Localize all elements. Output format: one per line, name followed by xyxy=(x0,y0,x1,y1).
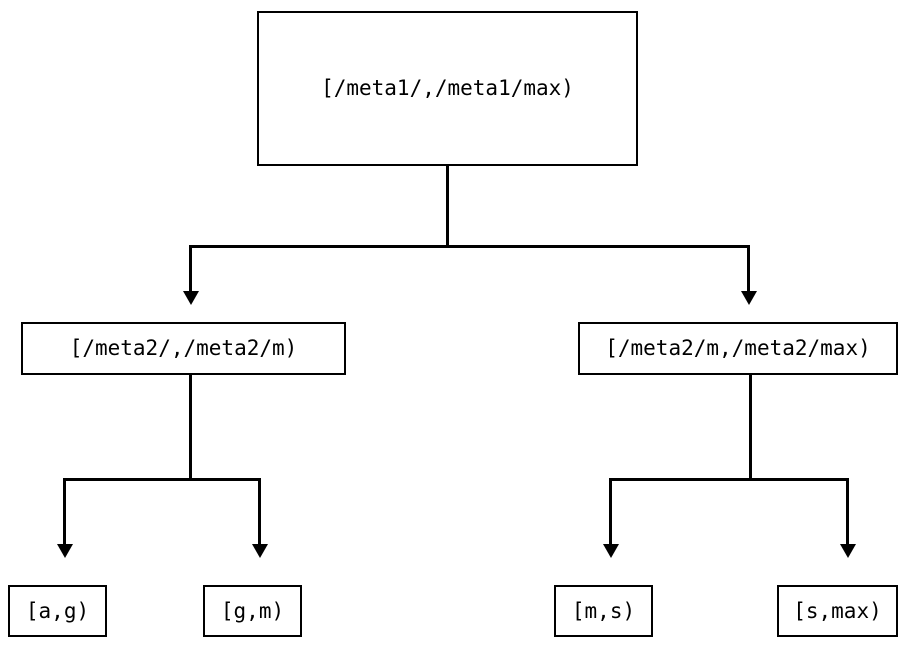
edge-root-to-mid-left-drop xyxy=(189,245,192,293)
arrow-mid-right-to-leaf-4 xyxy=(840,544,856,558)
edge-mid-right-to-leaf-3-drop xyxy=(609,478,612,546)
arrow-mid-left-to-leaf-1 xyxy=(57,544,73,558)
node-leaf-3[interactable]: [m,s) xyxy=(554,585,653,637)
arrow-mid-left-to-leaf-2 xyxy=(252,544,268,558)
node-root[interactable]: [/meta1/,/meta1/max) xyxy=(257,11,638,166)
node-leaf-1[interactable]: [a,g) xyxy=(8,585,107,637)
node-leaf-2-label: [g,m) xyxy=(220,598,285,623)
node-leaf-4[interactable]: [s,max) xyxy=(777,585,898,637)
node-leaf-2[interactable]: [g,m) xyxy=(203,585,302,637)
node-mid-right[interactable]: [/meta2/m,/meta2/max) xyxy=(578,322,898,375)
node-root-label: [/meta1/,/meta1/max) xyxy=(321,76,574,100)
node-leaf-4-label: [s,max) xyxy=(793,598,882,623)
arrow-root-to-mid-right xyxy=(741,291,757,305)
edge-mid-right-stem xyxy=(749,375,752,481)
edge-mid-left-to-leaf-1-drop xyxy=(63,478,66,546)
node-leaf-3-label: [m,s) xyxy=(571,598,636,623)
edge-root-stem xyxy=(446,166,449,248)
edge-root-crossbar xyxy=(189,245,750,248)
edge-mid-right-to-leaf-4-drop xyxy=(846,478,849,546)
edge-mid-left-crossbar xyxy=(63,478,261,481)
node-mid-right-label: [/meta2/m,/meta2/max) xyxy=(605,336,871,360)
arrow-root-to-mid-left xyxy=(183,291,199,305)
arrow-mid-right-to-leaf-3 xyxy=(603,544,619,558)
edge-mid-right-crossbar xyxy=(609,478,849,481)
edge-mid-left-stem xyxy=(189,375,192,481)
node-leaf-1-label: [a,g) xyxy=(25,598,90,623)
node-mid-left-label: [/meta2/,/meta2/m) xyxy=(69,336,298,360)
edge-root-to-mid-right-drop xyxy=(747,245,750,293)
edge-mid-left-to-leaf-2-drop xyxy=(258,478,261,546)
node-mid-left[interactable]: [/meta2/,/meta2/m) xyxy=(21,322,346,375)
